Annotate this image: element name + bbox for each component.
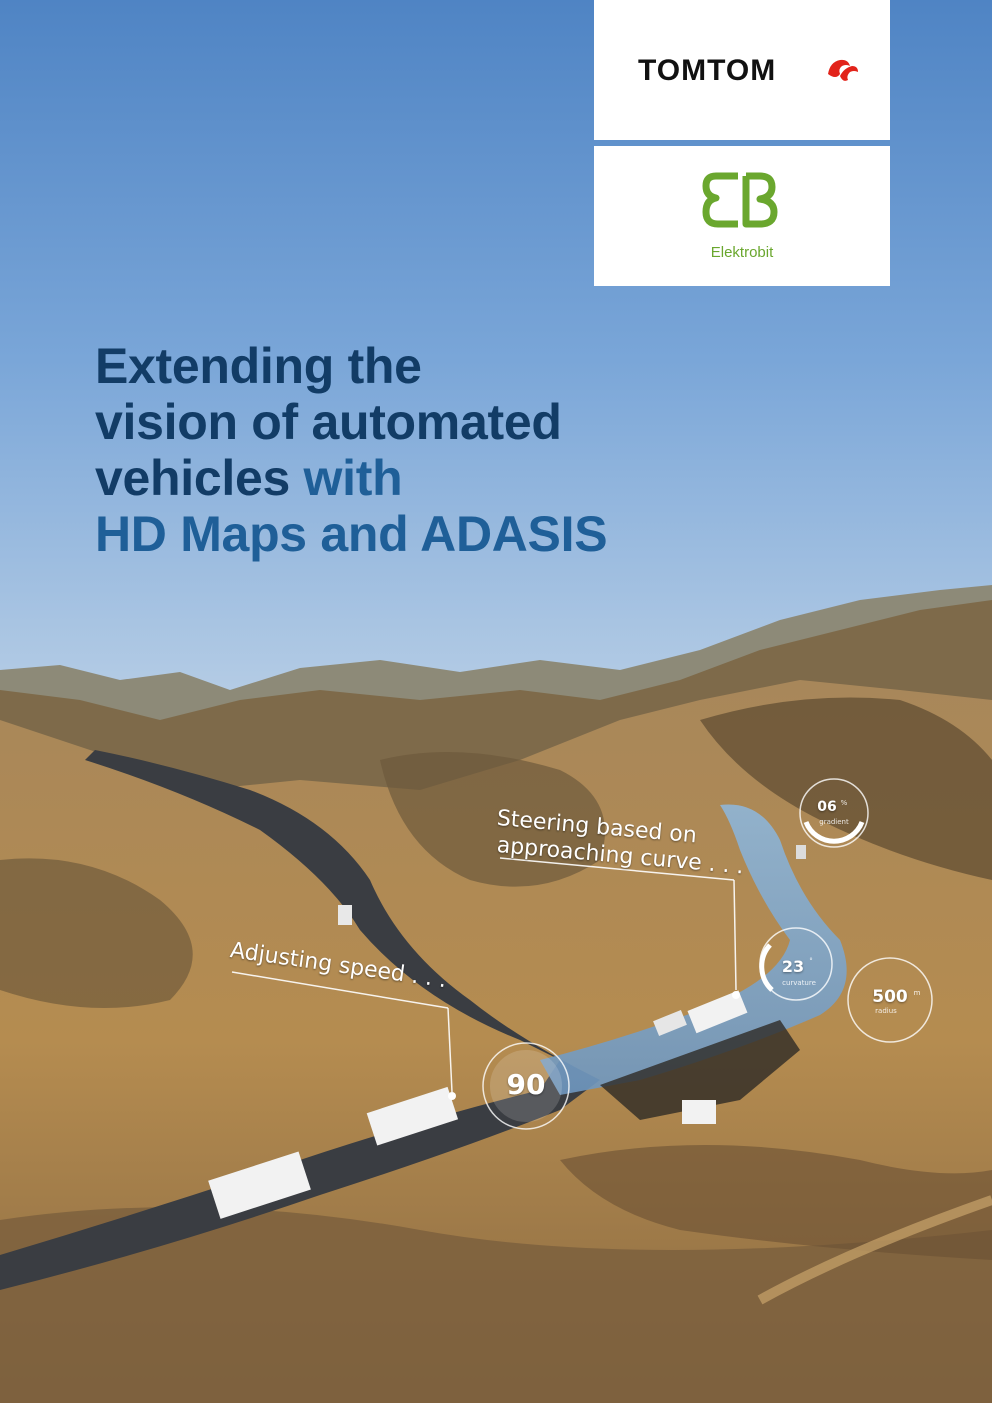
tomtom-wordmark: TOMTOM bbox=[638, 54, 777, 87]
gradient-gauge-unit: % bbox=[840, 799, 848, 807]
title-line-2: vision of automated bbox=[95, 394, 562, 450]
tomtom-hands-icon bbox=[828, 59, 858, 81]
curvature-gauge-caption: curvature bbox=[782, 979, 816, 987]
elektrobit-logo-panel: Elektrobit bbox=[594, 146, 890, 286]
speed-sign-value: 90 bbox=[506, 1068, 546, 1101]
elektrobit-logo-mark bbox=[702, 172, 778, 228]
title-line-1: Extending the bbox=[95, 338, 422, 394]
curvature-gauge-unit: ° bbox=[809, 957, 813, 965]
gradient-gauge-value: 06 bbox=[817, 799, 837, 815]
elektrobit-name: Elektrobit bbox=[710, 244, 774, 261]
radius-gauge-caption: radius bbox=[875, 1007, 897, 1015]
gradient-gauge-caption: gradient bbox=[819, 818, 849, 826]
tomtom-logo-panel: TOMTOM bbox=[594, 0, 890, 140]
title-line-3-dark: vehicles bbox=[95, 450, 290, 506]
curvature-gauge-value: 23 bbox=[781, 957, 805, 976]
title-line-4: HD Maps and ADASIS bbox=[95, 506, 608, 562]
cover-title: Extending the vision of automated vehicl… bbox=[95, 338, 608, 562]
radius-gauge-value: 500 bbox=[872, 987, 908, 1007]
radius-gauge-unit: m bbox=[913, 989, 921, 997]
title-line-3-accent: with bbox=[289, 450, 403, 506]
